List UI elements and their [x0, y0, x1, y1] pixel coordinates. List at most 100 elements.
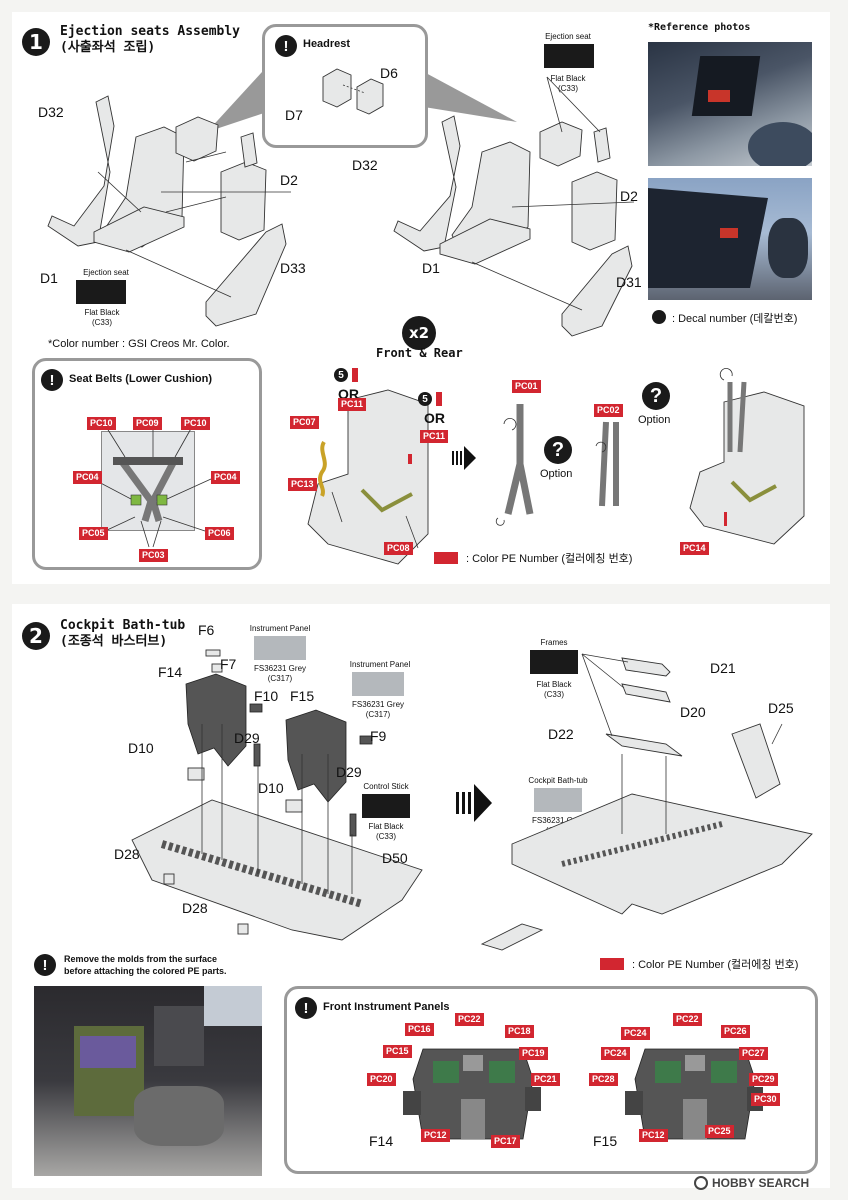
instrument-panel-2-code: (C317) — [365, 710, 391, 719]
remove-molds-warning-line2: before attaching the colored PE parts. — [64, 966, 227, 976]
part-d28-lower: D28 — [182, 900, 208, 916]
part-f9: F9 — [370, 728, 387, 744]
pe-pc02: PC02 — [594, 404, 623, 417]
pc01-belt-drawing — [495, 404, 534, 526]
front-instrument-panels-box: ! Front Instrument Panels PC16 PC22 PC18… — [284, 986, 818, 1174]
part-d2-right: D2 — [620, 188, 638, 204]
part-f14: F14 — [158, 664, 183, 680]
pe-pc24-upper: PC24 — [621, 1027, 650, 1040]
part-d7: D7 — [285, 107, 303, 123]
cockpit-reference-photo — [34, 986, 262, 1176]
pe-pc15: PC15 — [383, 1045, 412, 1058]
pc02-belt-drawing — [595, 421, 619, 507]
part-f15: F15 — [290, 688, 315, 704]
pe-pc12-f15: PC12 — [639, 1129, 668, 1142]
pe-pc24-lower: PC24 — [601, 1047, 630, 1060]
frames-swatch — [530, 650, 578, 674]
frames-code: (C33) — [543, 690, 564, 699]
pe-pc20: PC20 — [367, 1073, 396, 1086]
part-d1-right: D1 — [422, 260, 440, 276]
part-d10-left: D10 — [128, 740, 154, 756]
pe-pc06: PC06 — [205, 527, 234, 540]
seat-belts-title: Seat Belts (Lower Cushion) — [69, 373, 213, 385]
step1-panel: 1 Ejection seats Assembly (사출좌석 조립) ! He… — [12, 12, 830, 584]
decal-5-swatch-2 — [436, 392, 442, 406]
part-d10-right: D10 — [258, 780, 284, 796]
step2-process-arrow — [456, 784, 492, 822]
pe-pc07: PC07 — [290, 416, 319, 429]
left-seat-color-label: Flat Black — [84, 308, 120, 317]
pe-pc11-2: PC11 — [420, 430, 449, 443]
pe-pc28: PC28 — [589, 1073, 618, 1086]
instrument-panel-1-code: (C317) — [267, 674, 293, 683]
step2-title: Cockpit Bath-tub — [60, 618, 186, 633]
reference-photo-2 — [648, 178, 812, 300]
front-panels-title: Front Instrument Panels — [323, 1001, 450, 1013]
part-d1-left: D1 — [40, 270, 58, 286]
right-seat-color-label: Flat Black — [550, 74, 586, 83]
remove-molds-warning-line1: Remove the molds from the surface — [64, 954, 218, 964]
decal-number-note: : Decal number (데칼번호) — [672, 313, 798, 325]
part-d33: D33 — [280, 260, 306, 276]
pe-pc14: PC14 — [680, 542, 709, 555]
left-seat-color-code: (C33) — [91, 318, 112, 327]
headrest-info-icon: ! — [275, 35, 297, 57]
pe-pc13: PC13 — [288, 478, 317, 491]
part-f6: F6 — [198, 622, 215, 638]
part-d29-left: D29 — [234, 730, 260, 746]
decal-5-swatch-1 — [352, 368, 358, 382]
pe-pc03: PC03 — [139, 549, 168, 562]
option-question-icon-1: ? — [544, 436, 572, 464]
x2-badge: x2 — [402, 316, 436, 350]
color-pe-swatch-1 — [434, 552, 458, 564]
f14-panel-drawing — [403, 1048, 541, 1140]
front-rear-label: Front & Rear — [376, 346, 463, 360]
bathtub-exploded-drawing — [131, 649, 423, 941]
hobby-search-logo-mark — [694, 1176, 708, 1190]
pe-seat-drawing — [307, 389, 429, 565]
control-stick-swatch — [362, 794, 410, 818]
seat-belt-straps — [92, 424, 212, 548]
bathtub-swatch — [534, 788, 582, 812]
front-panels-info-icon: ! — [295, 997, 317, 1019]
frames-name: Frames — [540, 638, 568, 647]
color-pe-note-1: : Color PE Number (컬러에칭 번호) — [466, 553, 633, 565]
pe-pc19: PC19 — [519, 1047, 548, 1060]
pe-pc11-1: PC11 — [338, 398, 367, 411]
part-d32-right: D32 — [352, 157, 378, 173]
part-d31: D31 — [616, 274, 642, 290]
instrument-panel-1-color: FS36231 Grey — [253, 664, 307, 673]
control-stick-color: Flat Black — [368, 822, 404, 831]
color-number-note: *Color number : GSI Creos Mr. Color. — [48, 338, 230, 350]
headrest-callout: ! Headrest D6 D7 — [262, 24, 428, 148]
or-label-2: OR — [424, 410, 445, 426]
part-f10: F10 — [254, 688, 279, 704]
part-d50: D50 — [382, 850, 408, 866]
instrument-panel-1-swatch — [254, 636, 306, 660]
part-d2-left: D2 — [280, 172, 298, 188]
remove-molds-warning-icon: ! — [34, 954, 56, 976]
decal-5-icon-2: 5 — [418, 392, 432, 406]
pe-pc30: PC30 — [751, 1093, 780, 1106]
bathtub-assembled-drawing — [480, 653, 813, 951]
right-seat-color-name: Ejection seat — [545, 32, 591, 41]
pe-pc10-right: PC10 — [181, 417, 210, 430]
pe-pc18: PC18 — [505, 1025, 534, 1038]
headrest-title: Headrest — [303, 38, 351, 50]
part-d6: D6 — [380, 65, 398, 81]
right-seat-exploded-drawing — [393, 76, 635, 337]
left-seat-exploded-drawing — [47, 95, 291, 327]
hobby-search-logo-text: HOBBY SEARCH — [712, 1176, 810, 1190]
pe-pc27: PC27 — [739, 1047, 768, 1060]
step2-number: 2 — [22, 622, 50, 650]
instrument-panel-2-swatch — [352, 672, 404, 696]
reference-photos-title: *Reference photos — [648, 22, 751, 33]
decal-5-icon-1: 5 — [334, 368, 348, 382]
f14-panel-label: F14 — [369, 1133, 394, 1149]
instrument-panel-2-name: Instrument Panel — [349, 660, 411, 669]
pe-pc21: PC21 — [531, 1073, 560, 1086]
frames-color: Flat Black — [536, 680, 572, 689]
step2-title-korean: (조종석 바스터브) — [60, 634, 168, 649]
pe-pc16: PC16 — [405, 1023, 434, 1036]
control-stick-name: Control Stick — [363, 782, 409, 791]
